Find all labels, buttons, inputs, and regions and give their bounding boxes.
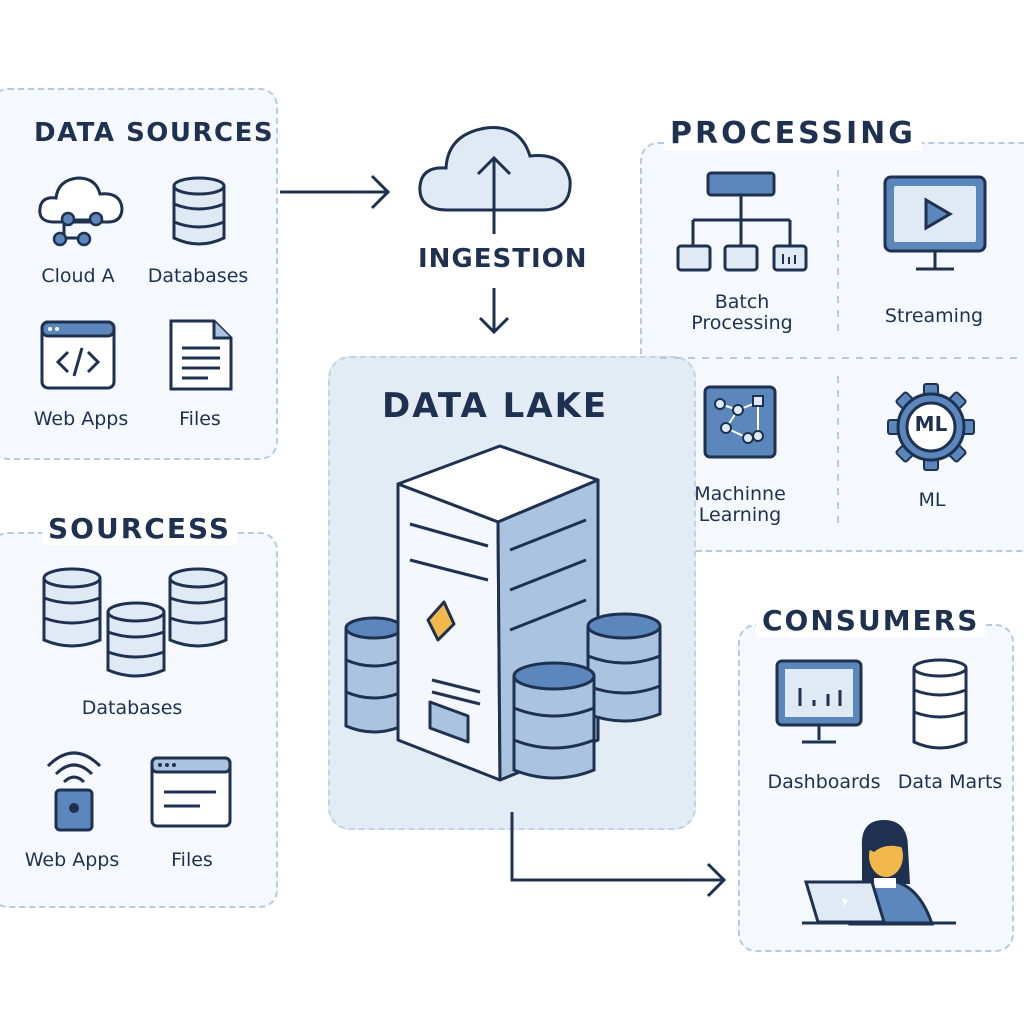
batch-processing-label: Batch Processing	[691, 291, 793, 334]
sourcess-files-label: Files	[171, 849, 213, 871]
sourcess-web-apps-label: Web Apps	[24, 849, 120, 871]
gear-ml-badge: ML	[914, 412, 948, 436]
data-sources-title: DATA SOURCES	[34, 118, 275, 148]
ingestion-title: INGESTION	[418, 244, 588, 274]
sourcess-databases-label: Databases	[81, 697, 183, 719]
web-apps-label: Web Apps	[33, 408, 129, 430]
wifi-device-icon	[42, 744, 106, 834]
monitor-chart-icon	[774, 658, 864, 748]
file-icon	[168, 318, 234, 392]
cloud-a-label: Cloud A	[41, 265, 115, 287]
data-sources-panel	[0, 88, 278, 460]
data-marts-icon	[910, 656, 970, 756]
machine-learning-label: Machinne Learning	[694, 483, 786, 526]
browser-window-icon	[150, 756, 232, 830]
code-window-icon	[40, 320, 116, 392]
database-cluster-icon	[40, 566, 234, 682]
person-laptop-icon	[800, 812, 960, 928]
server-with-databases-icon	[340, 440, 670, 790]
cloud-network-icon	[36, 172, 126, 252]
data-lake-title: DATA LAKE	[382, 386, 609, 426]
monitor-play-icon	[882, 174, 988, 274]
dashboards-label: Dashboards	[767, 771, 881, 793]
ml-label: ML	[918, 489, 946, 511]
cloud-upload-icon	[414, 116, 578, 236]
arrow-sources-to-ingestion	[280, 174, 391, 210]
consumers-title: CONSUMERS	[756, 604, 986, 637]
processing-grid-dividers	[660, 170, 1020, 530]
neural-board-icon	[702, 384, 778, 460]
arrow-lake-to-consumers	[510, 812, 727, 898]
database-icon	[170, 174, 228, 250]
files-label: Files	[179, 408, 221, 430]
data-marts-label: Data Marts	[897, 771, 1003, 793]
arrow-ingestion-to-lake	[478, 288, 510, 335]
streaming-label: Streaming	[884, 305, 984, 327]
sourcess-title: SOURCESS	[42, 512, 238, 545]
processing-title: PROCESSING	[664, 116, 922, 151]
gear-ml-icon	[886, 382, 976, 472]
databases-label: Databases	[147, 265, 249, 287]
hierarchy-icon	[676, 170, 810, 274]
